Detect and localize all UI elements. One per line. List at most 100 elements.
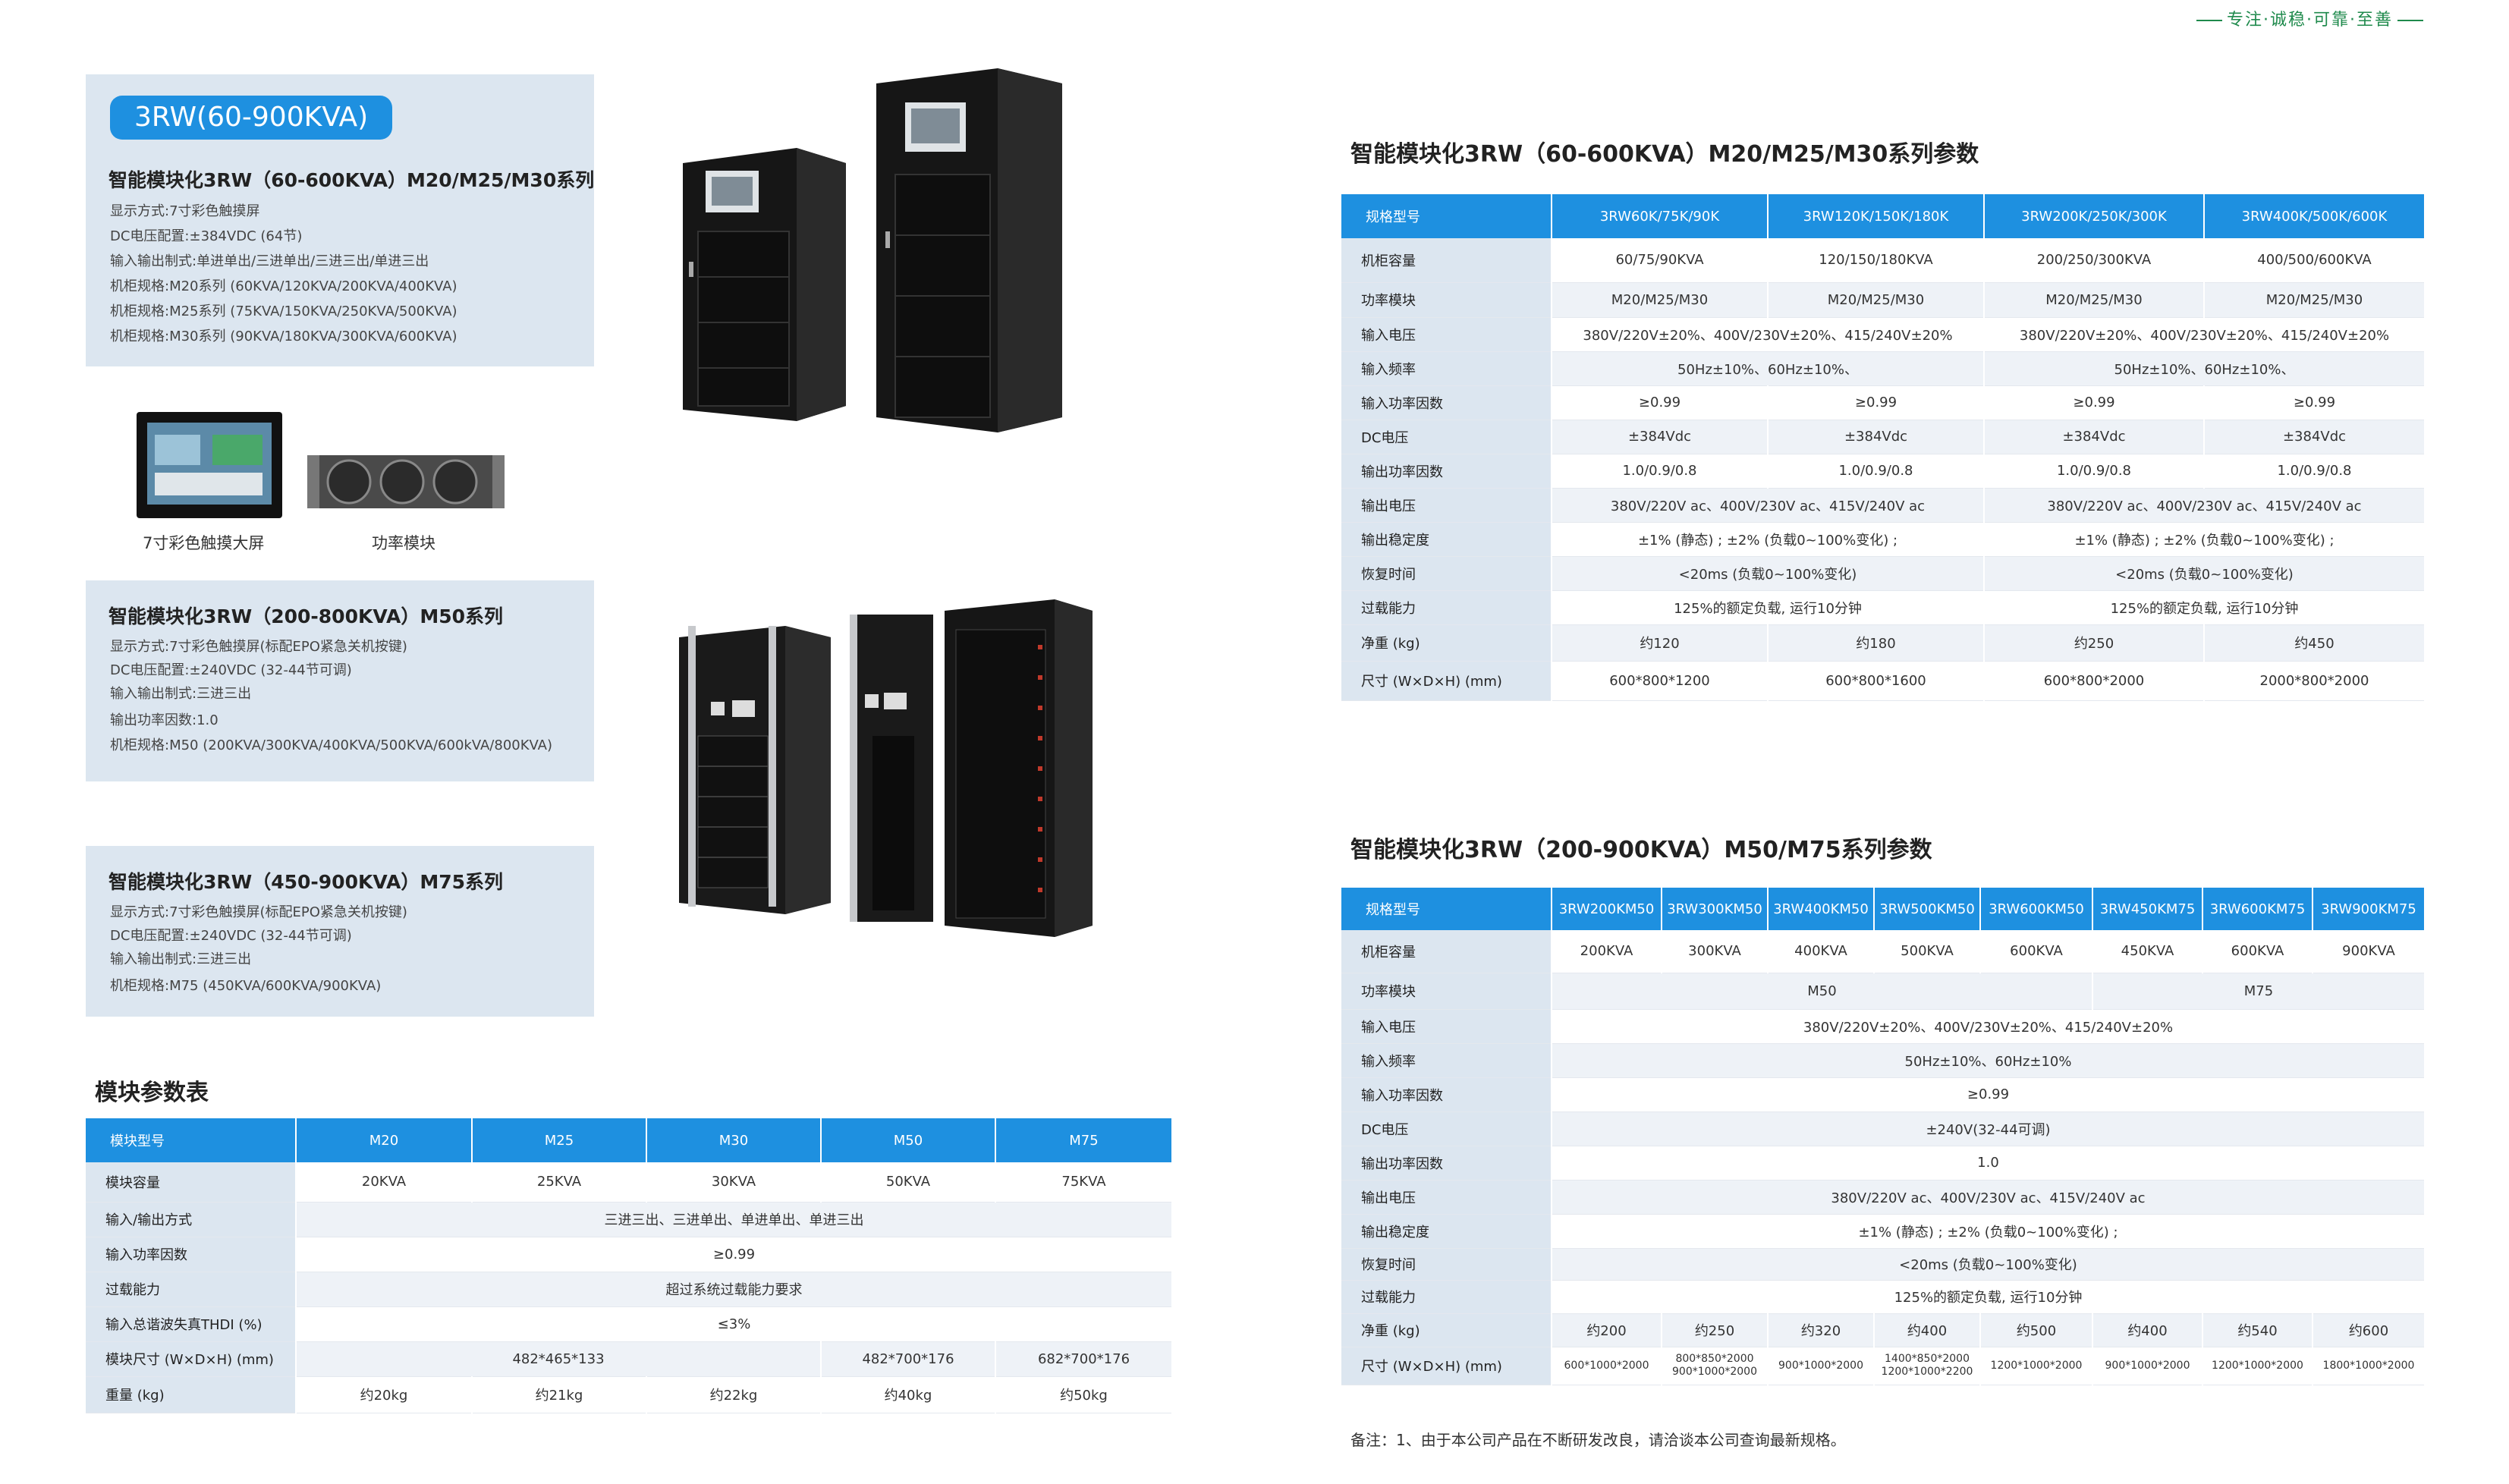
row-label: 机柜容量: [1341, 930, 1552, 973]
cell: 1.0/0.9/0.8: [1984, 454, 2205, 489]
row-label: 尺寸 (W×D×H) (mm): [1341, 661, 1552, 701]
cell: M20/M25/M30: [1984, 282, 2205, 318]
row-label: 净重 (kg): [1341, 1313, 1552, 1347]
cell: 300KVA: [1662, 930, 1769, 973]
table-header-cell: 模块型号: [86, 1118, 297, 1162]
cell: 600*1000*2000: [1552, 1347, 1662, 1385]
row-label: 净重 (kg): [1341, 624, 1552, 662]
brand-logo: 专注·诚稳·可靠·至善: [2177, 0, 2428, 30]
cell: 125%的额定负载, 运行10分钟: [1552, 1280, 2426, 1314]
cell: ±384Vdc: [1768, 420, 1985, 454]
box2-title: 智能模块化3RW（200-800KVA）M50系列: [108, 605, 504, 627]
cell: 约20kg: [296, 1376, 473, 1413]
cell: 25KVA: [472, 1162, 647, 1203]
row-label: 输入功率因数: [1341, 385, 1552, 420]
table-header-cell: 3RW400KM50: [1768, 888, 1875, 930]
box2-line: DC电压配置:±240VDC (32-44节可调): [110, 662, 352, 678]
cell: 400/500/600KVA: [2204, 238, 2426, 283]
box3-line: 机柜规格:M75 (450KVA/600KVA/900KVA): [110, 978, 382, 994]
cell: 600KVA: [1980, 930, 2093, 973]
box1-line: DC电压配置:±384VDC (64节): [110, 228, 303, 244]
cell: 125%的额定负载, 运行10分钟: [1984, 590, 2426, 625]
row-label: 输入功率因数: [86, 1237, 297, 1272]
row-label: 恢复时间: [1341, 1248, 1552, 1281]
cell: ±384Vdc: [1984, 420, 2205, 454]
box2-line: 机柜规格:M50 (200KVA/300KVA/400KVA/500KVA/60…: [110, 737, 553, 753]
table-header-cell: 3RW600KM50: [1980, 888, 2093, 930]
brand-slogan: 专注·诚稳·可靠·至善: [2192, 6, 2428, 30]
cell: M20/M25/M30: [1768, 282, 1985, 318]
row-label: DC电压: [1341, 420, 1552, 454]
cell: 120/150/180KVA: [1768, 238, 1985, 283]
box3-line: DC电压配置:±240VDC (32-44节可调): [110, 928, 352, 944]
row-label: 功率模块: [1341, 973, 1552, 1010]
cell: ±1% (静态) ; ±2% (负载0~100%变化) ;: [1552, 522, 1985, 557]
cell: 1200*1000*2000: [1980, 1347, 2093, 1385]
cell: 380V/220V±20%、400V/230V±20%、415/240V±20%: [1552, 317, 1985, 352]
table-header-cell: 规格型号: [1341, 194, 1552, 238]
cell: 约250: [1984, 624, 2205, 662]
cell: 60/75/90KVA: [1552, 238, 1769, 283]
row-label: 过载能力: [1341, 590, 1552, 625]
range-pill: 3RW(60-900KVA): [110, 96, 393, 140]
row-label: 输入/输出方式: [86, 1202, 297, 1237]
cell: 1800*1000*2000: [2312, 1347, 2426, 1385]
row-label: 输出功率因数: [1341, 454, 1552, 489]
table-header-cell: M30: [646, 1118, 822, 1162]
cell: 约320: [1768, 1313, 1875, 1347]
table-header-cell: M50: [821, 1118, 996, 1162]
table-header-cell: 3RW120K/150K/180K: [1768, 194, 1985, 238]
table-header-cell: 3RW400K/500K/600K: [2204, 194, 2426, 238]
row-label: 恢复时间: [1341, 556, 1552, 591]
cell: M20/M25/M30: [2204, 282, 2426, 318]
cell: 50Hz±10%、60Hz±10%、: [1984, 351, 2426, 386]
cell: 30KVA: [646, 1162, 822, 1203]
table-header-cell: 3RW600KM75: [2202, 888, 2313, 930]
row-label: 输出稳定度: [1341, 522, 1552, 557]
cell: ≥0.99: [1984, 385, 2205, 420]
cell: 1.0/0.9/0.8: [1552, 454, 1769, 489]
cell: 200/250/300KVA: [1984, 238, 2205, 283]
cell: 1200*1000*2000: [2202, 1347, 2313, 1385]
table-header-cell: M25: [472, 1118, 647, 1162]
table1-title: 智能模块化3RW（60-600KVA）M20/M25/M30系列参数: [1350, 141, 1979, 168]
cell: 380V/220V ac、400V/230V ac、415V/240V ac: [1984, 488, 2426, 523]
cell: 125%的额定负载, 运行10分钟: [1552, 590, 1985, 625]
cell: 约22kg: [646, 1376, 822, 1413]
row-label: 过载能力: [1341, 1280, 1552, 1314]
table-header-cell: M20: [296, 1118, 473, 1162]
cell: 1.0/0.9/0.8: [2204, 454, 2426, 489]
row-label: 模块尺寸 (W×D×H) (mm): [86, 1341, 297, 1377]
cell: 600*800*1600: [1768, 661, 1985, 701]
cell: ±384Vdc: [1552, 420, 1769, 454]
cell: 约400: [2092, 1313, 2203, 1347]
cell: 1.0/0.9/0.8: [1768, 454, 1985, 489]
footnote: 备注：1、由于本公司产品在不断研发改良，请洽谈本公司查询最新规格。: [1350, 1431, 1846, 1449]
ups-cabinet-small-image: [683, 148, 846, 421]
cell: ≥0.99: [2204, 385, 2426, 420]
box1-line: 机柜规格:M25系列 (75KVA/150KVA/250KVA/500KVA): [110, 303, 457, 319]
cell: ±240V(32-44可调): [1552, 1111, 2426, 1146]
box1-line: 机柜规格:M30系列 (90KVA/180KVA/300KVA/600KVA): [110, 329, 457, 344]
series-m50-box: [86, 580, 594, 781]
box1-line: 输入输出制式:单进单出/三进单出/三进三出/单进三出: [110, 253, 429, 269]
touchscreen-caption: 7寸彩色触摸大屏: [143, 534, 265, 552]
cell: 50KVA: [821, 1162, 996, 1203]
table-header-cell: 规格型号: [1341, 888, 1552, 930]
ups-cabinet-large-image: [876, 68, 1062, 432]
cell: 20KVA: [296, 1162, 473, 1203]
module-caption: 功率模块: [372, 534, 435, 552]
cell: ≥0.99: [296, 1237, 1173, 1272]
row-label: 输出稳定度: [1341, 1214, 1552, 1249]
table-header-cell: 3RW200K/250K/300K: [1984, 194, 2205, 238]
cell: 约180: [1768, 624, 1985, 662]
module-param-table: 模块型号 M20 M25 M30 M50 M75 模块容量 20KVA 25KV…: [86, 1118, 1173, 1413]
cell: 600*800*2000: [1984, 661, 2205, 701]
cell: ≥0.99: [1552, 1077, 2426, 1112]
cell: 约50kg: [995, 1376, 1173, 1413]
box3-title: 智能模块化3RW（450-900KVA）M75系列: [108, 871, 504, 893]
box1-title: 智能模块化3RW（60-600KVA）M20/M25/M30系列: [108, 169, 595, 191]
table-header-cell: M75: [995, 1118, 1173, 1162]
row-label: 输入电压: [1341, 317, 1552, 352]
